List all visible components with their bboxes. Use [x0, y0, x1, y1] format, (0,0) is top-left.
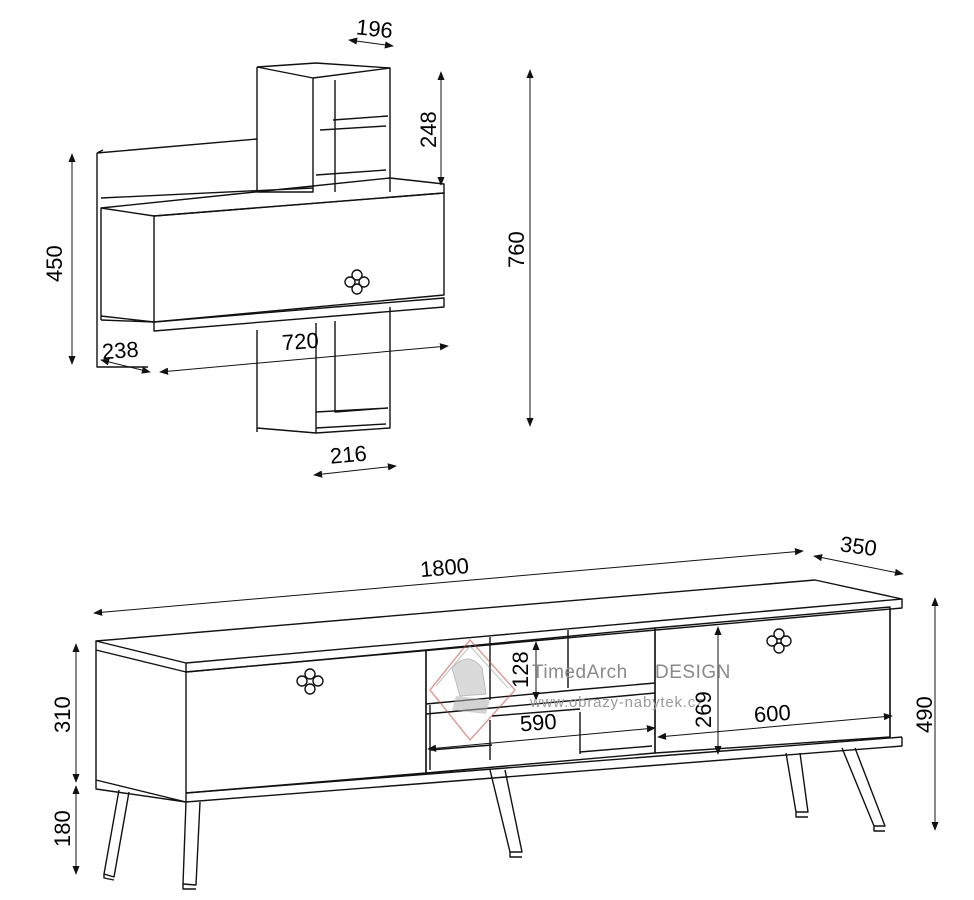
label-depth: 238	[101, 337, 139, 365]
tv-stand-dimensions	[72, 548, 939, 875]
watermark-logo-icon	[429, 638, 517, 742]
label-open-shelf-height: 128	[508, 651, 533, 688]
door-handle-icon	[344, 269, 370, 295]
wall-shelf	[96, 62, 445, 434]
label-middle-width: 590	[519, 709, 557, 737]
watermark: TimedArch DESIGN www.obrazy-nabytek.cz	[429, 638, 731, 742]
watermark-site: www.obrazy-nabytek.cz	[529, 694, 704, 711]
label-door-width: 600	[753, 700, 791, 728]
label-body-height: 310	[50, 696, 75, 733]
label-height: 450	[42, 245, 67, 282]
label-width: 720	[281, 328, 319, 356]
wall-shelf-dimensions	[68, 37, 534, 478]
watermark-brand-b: DESIGN	[655, 662, 731, 683]
right-door-handle-icon	[766, 628, 792, 654]
label-length: 1800	[419, 553, 470, 582]
dimension-labels: 196 248 450 760 238 720 216 1800 350 128…	[42, 14, 937, 847]
label-compartment-height: 269	[691, 691, 716, 728]
tv-stand	[95, 579, 903, 890]
left-door-handle-icon	[296, 668, 324, 695]
label-leg-height: 180	[50, 810, 75, 847]
label-top-height: 248	[416, 111, 441, 148]
label-stand-depth: 350	[839, 531, 879, 561]
label-total-height: 760	[504, 231, 529, 268]
label-bottom-width: 216	[329, 441, 368, 469]
label-top-width: 196	[355, 14, 394, 43]
label-total-stand-height: 490	[912, 696, 937, 733]
watermark-brand-a: TimedArch	[532, 662, 628, 683]
